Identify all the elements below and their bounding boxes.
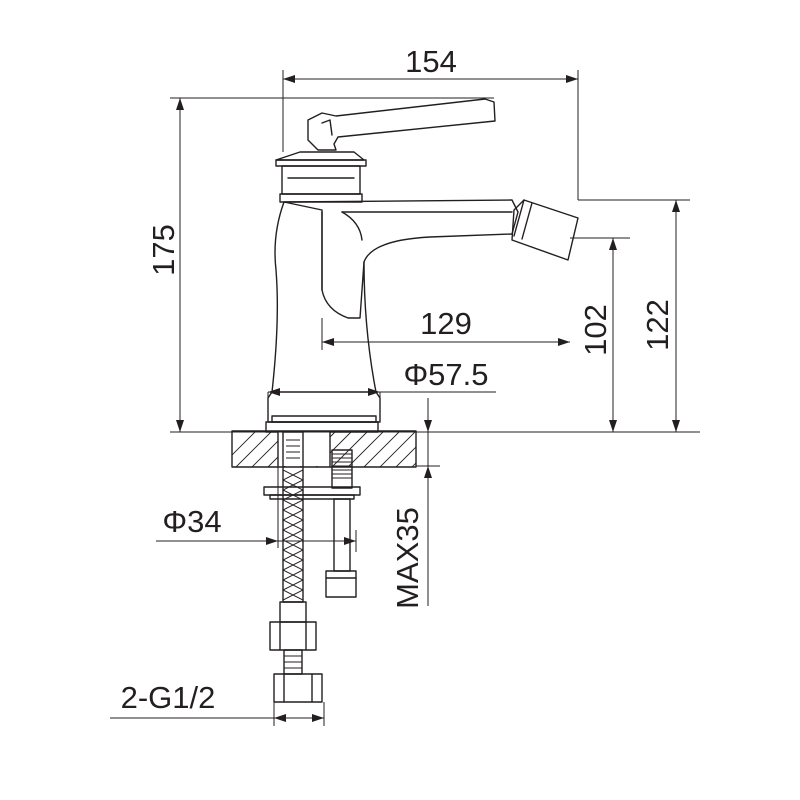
- dim-175-label: 175: [146, 224, 181, 276]
- dim-shank-diameter-label: Φ34: [162, 504, 221, 539]
- handle-lever: [307, 98, 496, 151]
- dim-max-deck-label: MAX35: [390, 507, 425, 609]
- dim-129-label: 129: [420, 306, 472, 341]
- body-column: [271, 201, 377, 393]
- spout: [283, 199, 519, 319]
- dim-102-label: 102: [578, 304, 613, 356]
- mounting-deck: [231, 430, 417, 468]
- braided-hose: [269, 431, 323, 703]
- dim-154-label: 154: [405, 44, 457, 79]
- faucet-outline: [265, 98, 579, 433]
- mounting-hardware: [263, 449, 361, 598]
- dim-122-label: 122: [640, 299, 675, 351]
- dimension-labels: 154 175 129 102 122 Φ57.5 Φ34 MAX35 2-G1…: [121, 44, 675, 715]
- dimension-lines: [110, 70, 700, 726]
- dim-connection-label: 2-G1/2: [121, 680, 216, 715]
- base-flange: [267, 391, 381, 423]
- dim-base-diameter-label: Φ57.5: [403, 357, 488, 392]
- aerator-nozzle: [511, 199, 579, 261]
- handle-cap: [275, 151, 365, 161]
